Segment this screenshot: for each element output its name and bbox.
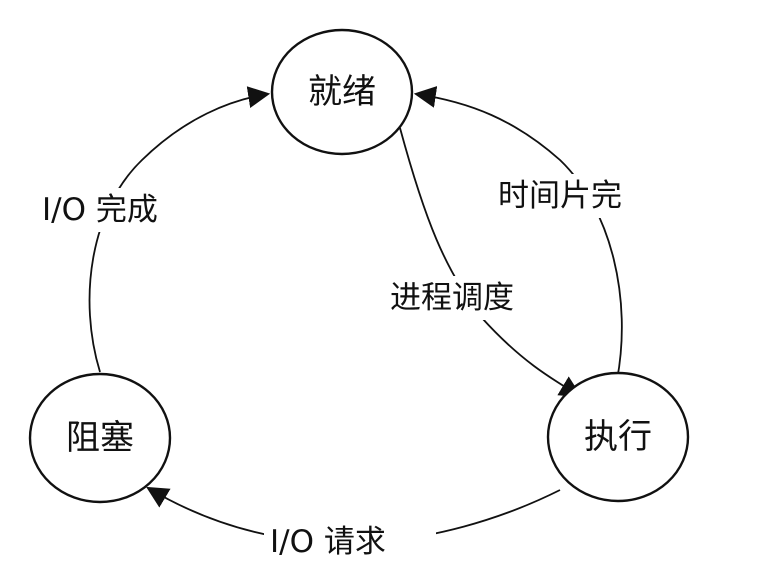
node-label-ready: 就绪 xyxy=(308,72,376,112)
edge-blocked-to-ready xyxy=(88,86,271,373)
edge-label-io-complete: I/O 完成 xyxy=(42,192,158,228)
label-bg-time-slice xyxy=(490,174,670,218)
edge-label-io-request: I/O 请求 xyxy=(270,524,386,560)
node-ready: 就绪 xyxy=(270,28,414,156)
label-bg-scheduling xyxy=(384,276,562,320)
node-running: 执行 xyxy=(546,371,690,503)
edge-label-time-slice: 时间片完 xyxy=(498,178,622,214)
edge-ready-to-running xyxy=(399,127,582,398)
label-bg-io-request xyxy=(264,520,436,564)
node-blocked: 阻塞 xyxy=(28,372,172,504)
edge-label-scheduling: 进程调度 xyxy=(390,280,514,316)
edge-running-to-ready xyxy=(413,86,623,381)
node-label-running: 执行 xyxy=(584,417,652,457)
node-label-blocked: 阻塞 xyxy=(66,418,134,458)
label-bg-io-complete xyxy=(38,188,206,232)
